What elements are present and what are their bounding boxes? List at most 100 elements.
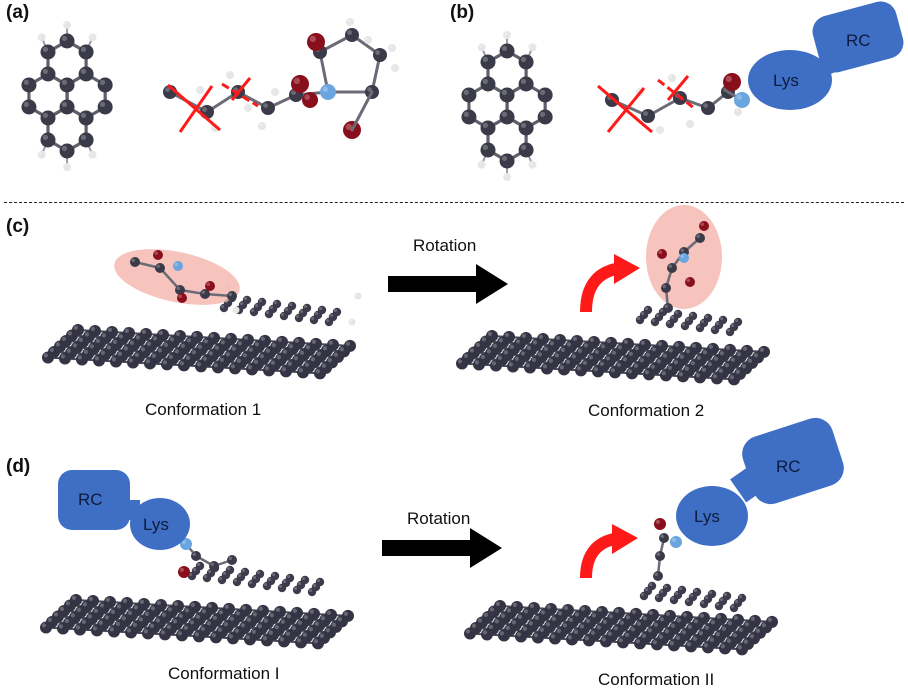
graphene-atom (728, 373, 740, 386)
graphene-atom-shine (539, 627, 545, 632)
hydrogen-atom-shine (657, 127, 660, 130)
oxygen-atom-shine (655, 519, 661, 525)
lys-label: Lys (143, 515, 169, 534)
pyrene-carbon-shine (727, 329, 731, 332)
carbon-atom (59, 143, 75, 159)
hydrogen-atom-shine (64, 164, 68, 168)
graphene-atom-shine (237, 341, 242, 346)
graphene-atom (456, 357, 468, 370)
pyrene-carbon-shine (701, 601, 705, 605)
carbon-atom (40, 132, 56, 148)
carbon-atom-shine (202, 107, 207, 113)
graphene-atom-shine (197, 344, 202, 349)
pyrene-carbon (324, 317, 334, 327)
graphene-atom (108, 625, 120, 638)
pyrene-carbon-shine (660, 590, 664, 594)
graphene-atom-shine (71, 595, 76, 601)
rotation-label-c: Rotation (413, 236, 477, 255)
graphene-atom-shine (753, 353, 759, 358)
carbon-atom-shine (520, 122, 527, 128)
pyrene-carbon-shine (289, 303, 292, 306)
carbon-atom (499, 153, 515, 169)
graphene-atom-shine (508, 362, 513, 367)
graphene-atom-shine (53, 612, 59, 617)
graphene-atom-shine (61, 336, 66, 341)
graphene-atom-shine (617, 345, 623, 350)
graphene-atom (76, 353, 88, 366)
graphene-atom-shine (180, 343, 185, 348)
pyrene-carbon-shine (690, 313, 694, 316)
graphene-atom-shine (482, 630, 487, 635)
graphene-atom-shine (178, 613, 183, 618)
graphene-atom-shine (645, 352, 651, 357)
nitrogen-atom-shine (736, 94, 742, 100)
graphene-atom-shine (122, 598, 127, 603)
pyrene-carbon-shine (652, 319, 656, 322)
pyrene-carbon-shine (731, 324, 735, 327)
graphene-atom-shine (709, 637, 715, 642)
graphene-atom-shine (248, 347, 253, 352)
carbon-atom-shine (656, 552, 660, 556)
curved-arrow-head-d (612, 524, 638, 554)
graphene-atom-shine (73, 325, 78, 330)
graphene-atom-shine (167, 607, 172, 612)
graphene-atom (42, 351, 54, 364)
graphene-atom-shine (512, 602, 518, 607)
graphene-atom (668, 639, 680, 652)
oxygen-atom (178, 566, 190, 578)
pyrene-carbon-shine (705, 596, 709, 600)
carbon-atom (661, 283, 671, 293)
graphene-atom-shine (719, 351, 725, 356)
graphene-atom-shine (235, 611, 240, 616)
graphene-atom-shine (657, 341, 663, 346)
pyrene-carbon-shine (311, 317, 314, 320)
cut-mark (657, 78, 695, 110)
carbon-atom-shine (210, 562, 214, 566)
graphene-atom-shine (196, 362, 201, 367)
pyrene-carbon-shine (697, 325, 701, 328)
graphene-atom-shine (559, 365, 565, 370)
graphene-atom-shine (319, 633, 324, 638)
pyrene-carbon-shine (686, 599, 690, 603)
carbon-atom-shine (482, 144, 488, 150)
graphene-atom-shine (70, 613, 75, 618)
graphene-atom-shine (116, 604, 121, 609)
oxygen-atom (177, 293, 187, 303)
graphene-atom-shine (543, 346, 549, 351)
graphene-atom-shine (647, 628, 653, 633)
graphene-atom-shine (277, 337, 282, 342)
graphene-atom-shine (560, 347, 566, 352)
carbon-atom (227, 291, 237, 301)
graphene-atom (575, 364, 587, 377)
graphene-atom-shine (226, 334, 231, 339)
nitrogen-atom (670, 536, 682, 548)
graphene-atom-shine (47, 617, 53, 623)
pyrene-carbon-shine (240, 302, 243, 305)
graphene-atom-shine (98, 620, 103, 625)
carbon-atom-shine (42, 68, 48, 74)
oxygen-atom-shine (206, 282, 210, 286)
oxygen-atom (205, 281, 215, 291)
graphene-atom-shine (481, 337, 486, 342)
graphene-atom (515, 630, 527, 643)
graphene-atom-shine (582, 360, 588, 365)
graphene-atom-shine (542, 364, 548, 369)
graphene-atom-shine (718, 368, 724, 373)
hydrogen-atom-shine (349, 319, 352, 322)
hydrogen-atom (88, 150, 97, 159)
graphene-atom-shine (271, 343, 276, 348)
graphene-atom (261, 634, 273, 647)
graphene-atom-shine (747, 358, 753, 363)
dashed-divider (4, 202, 904, 203)
hydrogen-atom-shine (478, 161, 482, 165)
graphene-atom-shine (701, 367, 707, 372)
pyrene-carbon-shine (664, 585, 668, 589)
graphene-atom-shine (157, 348, 162, 353)
hydrogen-atom-shine (687, 121, 690, 124)
graphene-atom (507, 360, 519, 373)
pyrene-carbon (680, 321, 690, 331)
pyrene-carbon-shine (302, 577, 305, 581)
graphene-atom-shine (172, 619, 177, 624)
graphene-atom-shine (486, 349, 491, 354)
